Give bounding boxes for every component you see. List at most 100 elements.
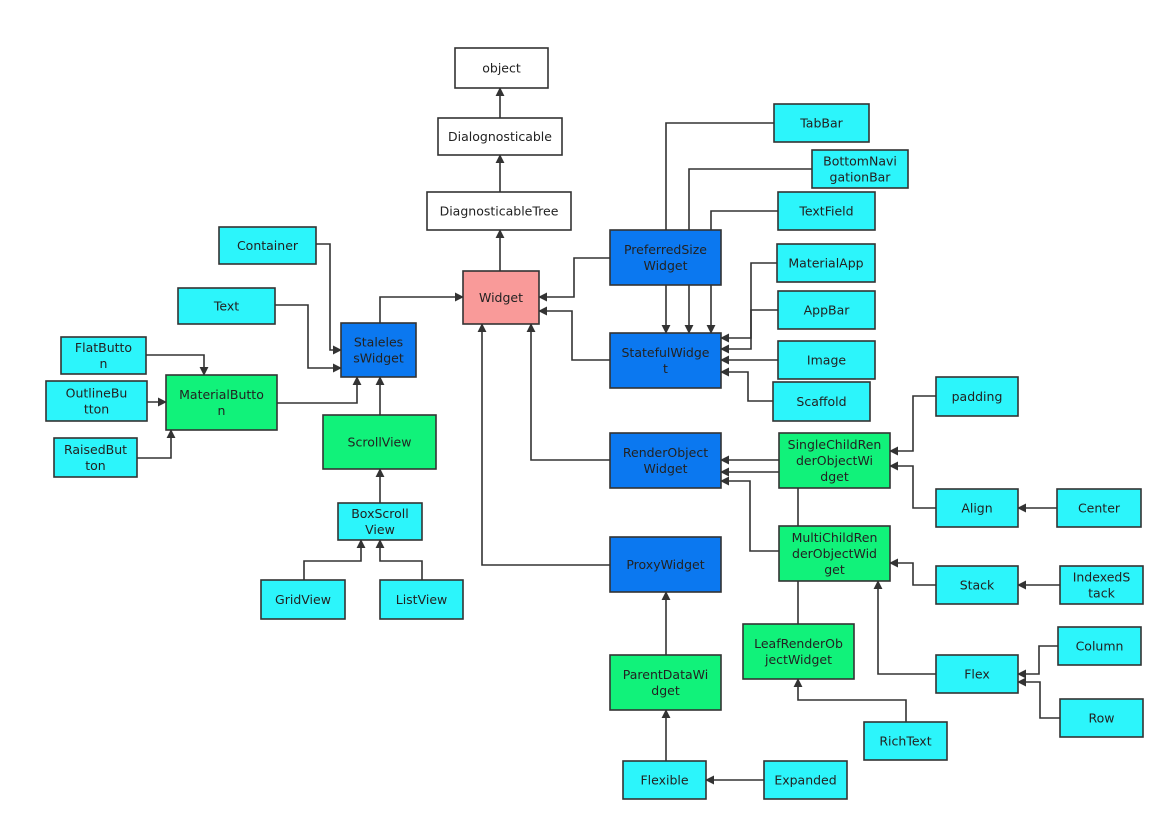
inheritance-arrow-21 [720, 262, 777, 343]
node-box [609, 536, 722, 593]
node-label: BottomNavi [823, 154, 897, 169]
node-label: FlatButto [75, 340, 132, 355]
node-label: MaterialButto [179, 387, 264, 402]
node-text: Text [177, 287, 276, 325]
node-label: ProxyWidget [626, 557, 704, 572]
node-box [60, 336, 147, 375]
node-label: Widget [643, 461, 687, 476]
node-label: dget [651, 683, 680, 698]
inheritance-arrow-9 [303, 539, 366, 580]
node-box [935, 565, 1019, 605]
inheritance-arrows [137, 87, 1060, 785]
node-label: Column [1076, 639, 1124, 654]
node-label: RaisedBut [64, 442, 127, 457]
node-box [260, 579, 346, 620]
node-label: gationBar [830, 170, 892, 185]
node-box [609, 332, 722, 389]
node-label: BoxScroll [351, 506, 409, 521]
node-object: object [454, 47, 549, 89]
node-box [777, 191, 876, 231]
node-box [777, 340, 876, 380]
class-nodes: objectDialognosticableDiagnosticableTree… [45, 47, 1144, 800]
node-label: MaterialApp [788, 256, 863, 271]
inheritance-arrow-29 [889, 461, 936, 509]
node-label: Scaffold [796, 394, 846, 409]
node-label: Widget [479, 290, 523, 305]
node-box [53, 437, 138, 478]
node-label: DiagnosticableTree [440, 204, 559, 219]
node-diagnosticable-tree: DiagnosticableTree [426, 191, 572, 231]
node-label: ton [85, 458, 105, 473]
node-label: Flex [964, 667, 990, 682]
inheritance-arrow-24 [720, 367, 773, 402]
node-grid-view: GridView [260, 579, 346, 620]
node-box [454, 47, 549, 89]
node-label: ParentDataWi [623, 667, 708, 682]
node-label: n [100, 356, 108, 371]
node-stack: Stack [935, 565, 1019, 605]
node-box [778, 432, 891, 489]
inheritance-arrow-6 [277, 376, 362, 404]
node-row: Row [1059, 698, 1144, 738]
inheritance-arrow-18 [661, 122, 774, 334]
node-box [177, 287, 276, 325]
node-box [609, 654, 722, 711]
inheritance-arrow-4 [316, 243, 342, 355]
node-box [1059, 565, 1144, 605]
node-label: Text [213, 299, 239, 314]
node-box [811, 149, 909, 189]
node-label: ScrollView [348, 435, 412, 450]
node-label: OutlineBu [66, 386, 128, 401]
node-label: Flexible [640, 773, 688, 788]
node-label: TabBar [799, 116, 843, 131]
node-label: View [365, 522, 395, 537]
node-label: TextField [798, 204, 853, 219]
node-box [778, 525, 891, 582]
node-label: jectWidget [764, 652, 832, 667]
node-flex: Flex [935, 654, 1019, 694]
node-label: t [663, 361, 668, 376]
node-container: Container [218, 226, 317, 265]
node-label: Expanded [774, 773, 836, 788]
inheritance-arrow-22 [720, 309, 778, 354]
node-padding: padding [935, 376, 1019, 417]
node-box [462, 270, 540, 325]
node-label: Dialognosticable [448, 129, 552, 144]
node-label: sWidget [353, 351, 404, 366]
node-box [437, 117, 563, 156]
node-label: object [482, 61, 521, 76]
node-box [763, 760, 848, 800]
node-label: derObjectWid [792, 546, 877, 561]
inheritance-arrow-10 [375, 539, 423, 580]
inheritance-arrow-28 [889, 395, 936, 456]
node-box [1057, 626, 1142, 666]
inheritance-arrow-15 [538, 306, 610, 361]
node-list-view: ListView [379, 579, 464, 620]
node-label: IndexedS [1073, 570, 1131, 585]
node-box [622, 760, 707, 800]
node-box [742, 623, 855, 680]
node-app-bar: AppBar [777, 290, 876, 330]
node-text-field: TextField [777, 191, 876, 231]
node-label: AppBar [804, 303, 851, 318]
inheritance-arrow-34 [1017, 645, 1058, 679]
node-box [863, 721, 948, 761]
node-box [777, 290, 876, 330]
node-label: Center [1078, 501, 1121, 516]
node-label: Staleles [354, 335, 403, 350]
node-label: LeafRenderOb [754, 636, 843, 651]
inheritance-arrow-36 [793, 678, 907, 722]
node-proxy-widget: ProxyWidget [609, 536, 722, 593]
node-box [935, 654, 1019, 694]
inheritance-arrow-31 [889, 558, 936, 586]
node-widget: Widget [462, 270, 540, 325]
